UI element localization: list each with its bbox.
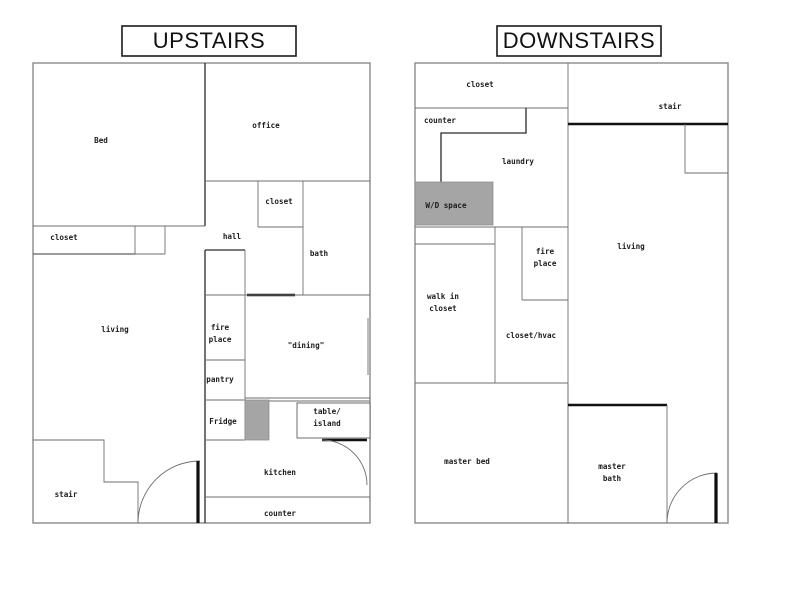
label-laundry: laundry [502,157,534,166]
label-counter-up: counter [264,509,296,518]
label-master-bath-line2: bath [603,474,621,483]
upstairs-outer-wall [32,62,371,524]
entry-door-swing-arc [137,460,201,524]
label-wd-space: W/D space [425,201,467,210]
label-fireplace-dn-line2: place [534,259,557,268]
label-master-bath-line1: master [598,462,626,471]
label-walkin-line2: closet [429,304,456,313]
label-closet-dn: closet [466,80,493,89]
downstairs-outer-wall [414,62,729,524]
table-island-box [296,402,371,439]
label-fridge: Fridge [209,417,237,426]
stair-outline [33,439,139,523]
downstairs-plan: closet counter laundry W/D space stair l… [414,62,729,524]
master-bath-door-swing-arc [666,472,718,524]
label-walkin-line1: walk in [427,292,459,301]
downstairs-title-text: DOWNSTAIRS [503,28,655,53]
label-counter-dn: counter [424,116,456,125]
label-table-island-line2: island [313,419,341,428]
label-pantry: pantry [206,375,234,384]
downstairs-title-border [496,25,662,57]
label-bath: bath [310,249,328,258]
label-closet-bed: closet [50,233,77,242]
label-fireplace-up-line1: fire [211,323,230,332]
kitchen-door-swing-arc [321,439,368,486]
stove-appliance-block [244,399,270,441]
downstairs-title-box: DOWNSTAIRS [496,25,662,57]
label-kitchen: kitchen [264,468,296,477]
label-stair-dn: stair [659,102,682,111]
upstairs-title-text: UPSTAIRS [153,28,265,53]
upstairs-title-border [121,25,297,57]
label-closet-hvac: closet/hvac [506,331,556,340]
label-living-up: living [101,325,129,334]
label-hall: hall [223,232,242,241]
label-table-island-line1: table/ [313,407,341,416]
label-dining: "dining" [288,341,325,350]
upstairs-title-box: UPSTAIRS [121,25,297,57]
wall-stair-notch [684,124,728,174]
wall-counter-l-shape [440,108,527,187]
label-living-dn: living [617,242,645,251]
label-master-bed: master bed [444,457,490,466]
label-fireplace-up-line2: place [209,335,232,344]
label-bed: Bed [94,136,108,145]
label-stair-up: stair [55,490,78,499]
label-fireplace-dn-line1: fire [536,247,555,256]
wd-space-block [414,181,494,226]
label-closet-hall: closet [265,197,292,206]
upstairs-plan: Bed office closet closet hall bath livin… [32,62,371,524]
label-office: office [252,121,280,130]
